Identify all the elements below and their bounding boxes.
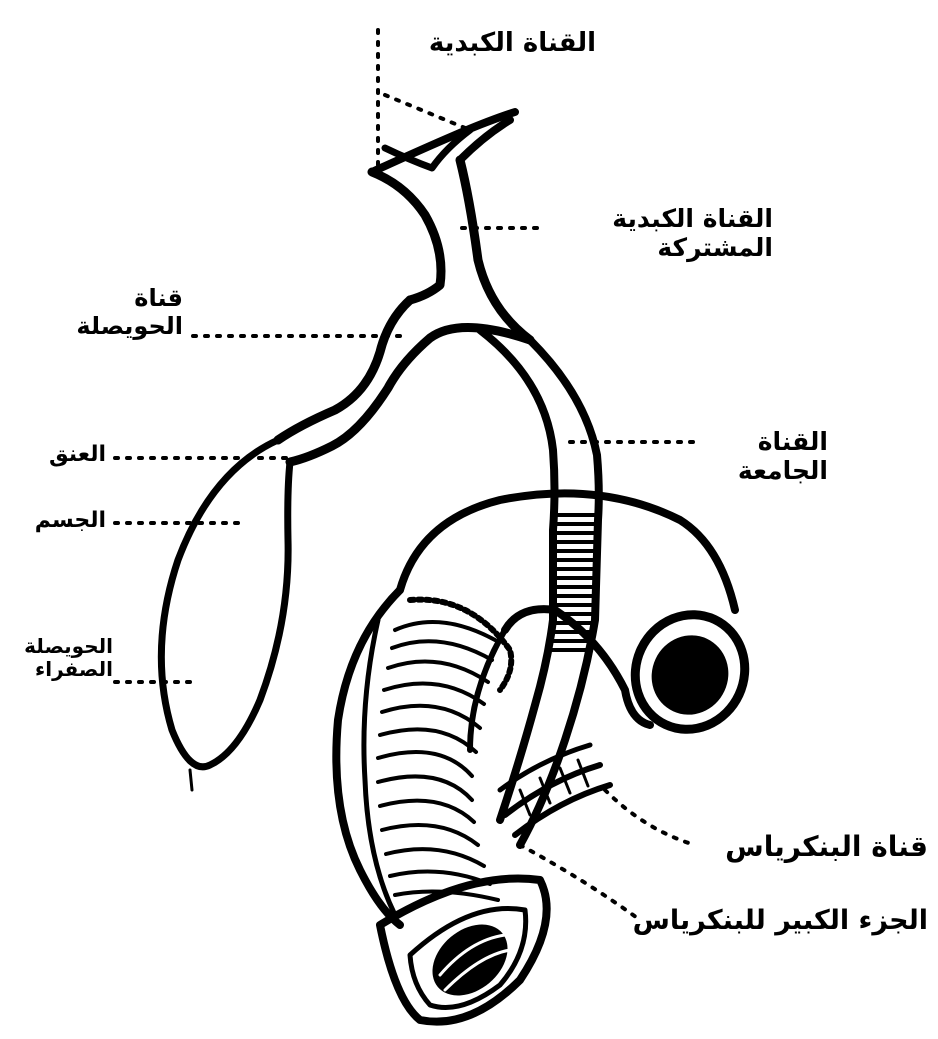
leader-hepatic-branch: [385, 95, 470, 130]
label-pancreas-head: الجزء الكبير للبنكرياس: [633, 905, 928, 936]
label-neck: العنق: [49, 442, 106, 467]
label-pancreatic-duct: قناة البنكرياس: [725, 830, 928, 863]
label-cystic-line1: قناة: [76, 285, 183, 313]
mucosal-folds: [378, 622, 498, 900]
duodenum-folds-outline: [364, 620, 395, 915]
cystic-duct-outer-wall: [278, 300, 410, 440]
descending-duodenum-right: [470, 630, 505, 750]
left-hepatic-duct: [372, 112, 515, 172]
label-body: الجسم: [35, 508, 106, 533]
label-gall-line1: الحويصلة: [24, 635, 113, 658]
gallbladder-outline: [161, 440, 290, 767]
label-hepatic-ducts: القناة الكبدية: [429, 28, 596, 58]
cystic-duct-inner-wall: [290, 327, 530, 462]
label-bile-line2: الجامعة: [738, 457, 828, 486]
common-hepatic-duct-right-wall: [460, 160, 530, 340]
label-common-hepatic-duct: القناة الكبدية المشتركة: [612, 205, 773, 263]
label-cystic-line2: الحويصلة: [76, 313, 183, 341]
bile-duct-left-wall: [480, 330, 555, 820]
common-hepatic-duct-left-wall: [372, 172, 441, 300]
label-common-hepatic-line2: المشتركة: [612, 234, 773, 263]
gallbladder-fundus-tip: [190, 770, 192, 790]
leader-pancreatic-duct: [605, 790, 695, 845]
label-cystic-duct: قناة الحويصلة: [76, 285, 183, 340]
label-gallbladder: الحويصلة الصفراء: [24, 635, 113, 681]
label-common-hepatic-line1: القناة الكبدية: [612, 205, 773, 234]
label-bile-line1: القناة: [738, 428, 828, 457]
label-gall-line2: الصفراء: [24, 658, 113, 681]
label-bile-duct: القناة الجامعة: [738, 428, 828, 486]
